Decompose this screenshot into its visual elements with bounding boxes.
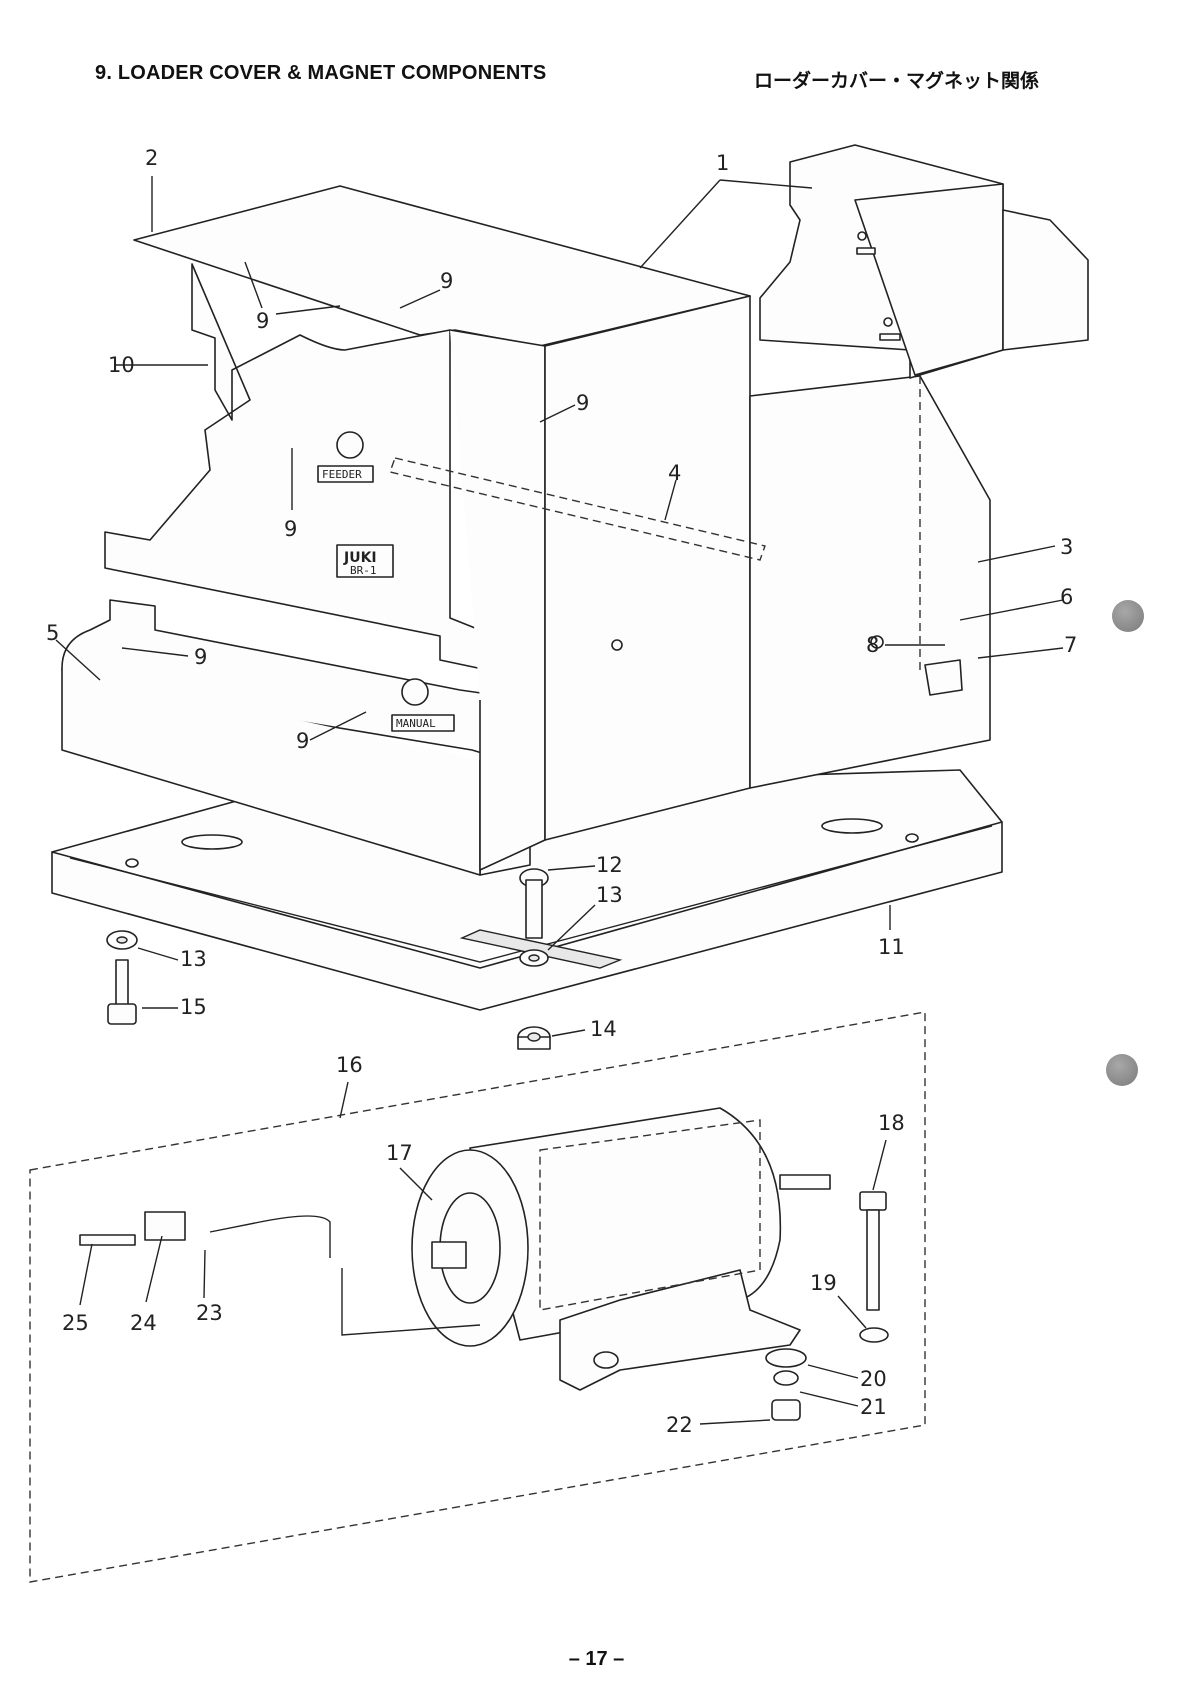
- callout-13: 13: [596, 883, 623, 907]
- loader-unit: [760, 145, 1088, 378]
- callout-8: 8: [866, 633, 879, 657]
- callout-2: 2: [145, 146, 158, 170]
- callout-4: 4: [668, 461, 681, 485]
- callout-13: 13: [180, 947, 207, 971]
- callout-16: 16: [336, 1053, 363, 1077]
- callout-22: 22: [666, 1413, 693, 1437]
- callout-10: 10: [108, 353, 135, 377]
- callout-21: 21: [860, 1395, 887, 1419]
- page-number: – 17 –: [0, 1648, 1193, 1671]
- callout-1: 1: [716, 151, 729, 175]
- callout-5: 5: [46, 621, 59, 645]
- callout-9: 9: [194, 645, 207, 669]
- callout-19: 19: [810, 1271, 837, 1295]
- callout-17: 17: [386, 1141, 413, 1165]
- feeder-label: FEEDER: [322, 468, 362, 481]
- callout-9: 9: [296, 729, 309, 753]
- callout-9: 9: [440, 269, 453, 293]
- callout-6: 6: [1060, 585, 1073, 609]
- callout-12: 12: [596, 853, 623, 877]
- callout-14: 14: [590, 1017, 617, 1041]
- callout-7: 7: [1064, 633, 1077, 657]
- magnet-body: [412, 1108, 830, 1390]
- callout-11: 11: [878, 935, 905, 959]
- callout-24: 24: [130, 1311, 157, 1335]
- washer-bolt-13-15: [107, 931, 137, 1024]
- callout-25: 25: [62, 1311, 89, 1335]
- model-label: BR-1: [350, 564, 377, 577]
- callout-15: 15: [180, 995, 207, 1019]
- manual-label: MANUAL: [396, 717, 436, 730]
- callout-23: 23: [196, 1301, 223, 1325]
- callout-20: 20: [860, 1367, 887, 1391]
- callout-9: 9: [576, 391, 589, 415]
- callout-3: 3: [1060, 535, 1073, 559]
- callout-9: 9: [256, 309, 269, 333]
- callout-18: 18: [878, 1111, 905, 1135]
- callout-9: 9: [284, 517, 297, 541]
